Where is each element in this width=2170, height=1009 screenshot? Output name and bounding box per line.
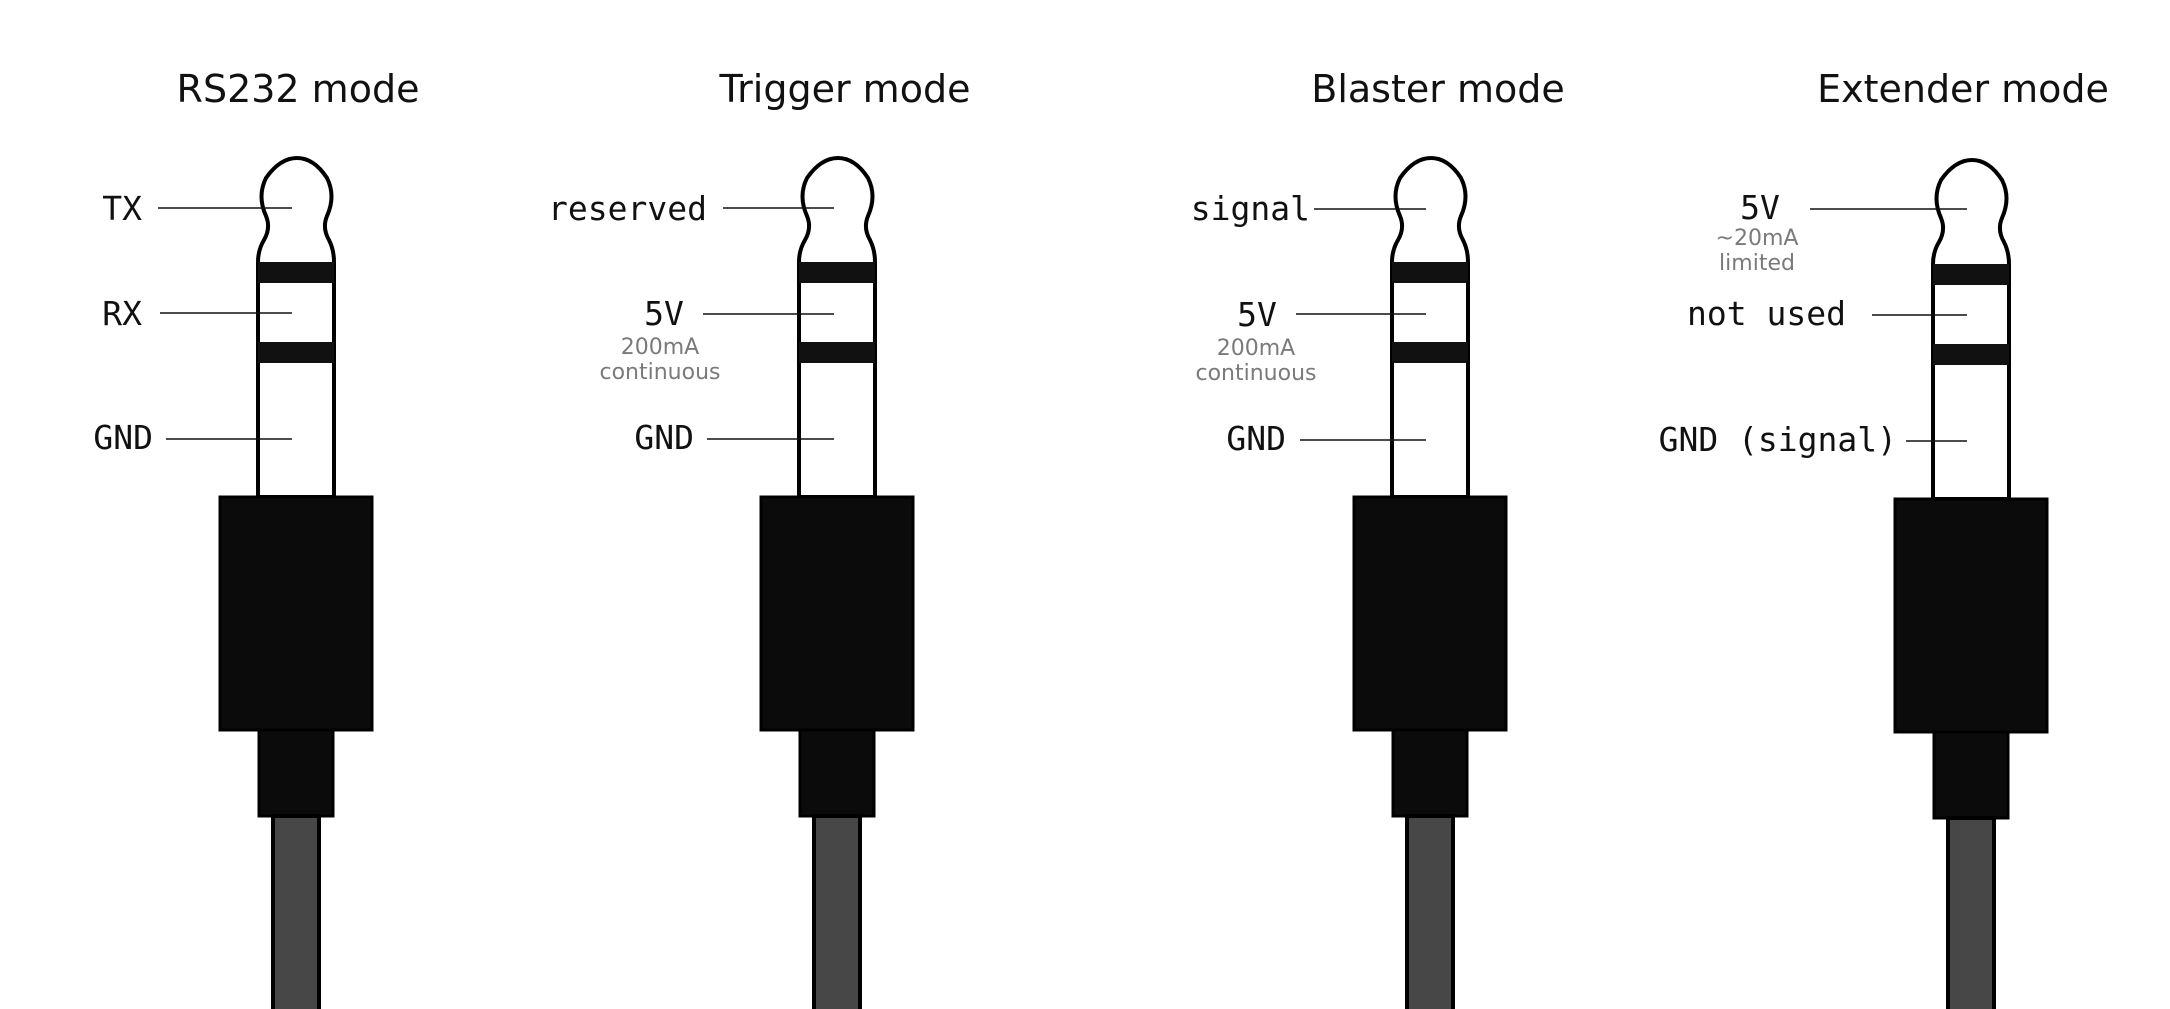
strain-relief	[1932, 730, 2010, 820]
pin-label: GND	[93, 418, 153, 457]
pin-sleeve: GND	[93, 418, 292, 457]
pin-label: 5V	[1740, 188, 1780, 227]
pin-ring: 5V 200mA continuous	[600, 294, 834, 385]
audio-plug-icon	[1893, 157, 2049, 1009]
insulator-ring	[258, 262, 334, 283]
pin-sleeve: GND	[634, 418, 834, 457]
pin-label: GND (signal)	[1659, 420, 1897, 459]
insulator-ring	[799, 342, 875, 363]
plug-body	[1893, 497, 2049, 734]
pin-tip: signal	[1191, 189, 1426, 228]
plug-body	[1352, 495, 1508, 732]
plug-body	[218, 495, 374, 732]
pin-sleeve: GND	[1226, 419, 1426, 458]
pin-tip: TX	[102, 189, 292, 228]
pin-label: not used	[1687, 294, 1846, 333]
panel-blaster-mode: Blaster mode signal 5V 200mA continuous …	[1191, 67, 1565, 1009]
insulator-ring	[799, 262, 875, 283]
mode-title: Blaster mode	[1311, 67, 1564, 111]
pin-note: continuous	[600, 360, 721, 385]
audio-plug-icon	[1352, 155, 1508, 1009]
insulator-ring	[1933, 264, 2009, 285]
pin-label: TX	[102, 189, 142, 228]
pin-note: 200mA	[621, 335, 699, 360]
insulator-ring	[1392, 262, 1468, 283]
pin-ring: RX	[102, 294, 292, 333]
panel-rs232-mode: RS232 mode TX RX GND	[93, 67, 419, 1009]
pin-note: ~20mA	[1716, 226, 1799, 251]
strain-relief	[1391, 728, 1469, 818]
mode-title: Extender mode	[1817, 67, 2109, 111]
pin-tip: reserved	[548, 189, 834, 228]
pin-note: limited	[1719, 251, 1795, 276]
strain-relief	[257, 728, 335, 818]
pin-label: signal	[1191, 189, 1310, 228]
pin-label: 5V	[1237, 295, 1277, 334]
plug-tip-and-shaft	[797, 155, 877, 499]
audio-plug-icon	[759, 155, 915, 1009]
pin-label: reserved	[548, 189, 707, 228]
plug-body	[759, 495, 915, 732]
pin-label: RX	[102, 294, 142, 333]
plug-tip-and-shaft	[1390, 155, 1470, 499]
pin-tip: 5V ~20mA limited	[1716, 188, 1967, 276]
pin-note: 200mA	[1217, 336, 1295, 361]
cable	[271, 814, 321, 1009]
mode-title: Trigger mode	[719, 67, 971, 111]
cable	[1946, 816, 1996, 1009]
insulator-ring	[1392, 342, 1468, 363]
panel-extender-mode: Extender mode 5V ~20mA limited not used …	[1659, 67, 2109, 1009]
mode-title: RS232 mode	[177, 67, 420, 111]
cable	[1405, 814, 1455, 1009]
audio-plug-icon	[218, 155, 374, 1009]
pin-note: continuous	[1196, 361, 1317, 386]
panel-trigger-mode: Trigger mode reserved 5V 200mA continuou…	[548, 67, 970, 1009]
pin-label: 5V	[644, 294, 684, 333]
pin-sleeve: GND (signal)	[1659, 420, 1967, 459]
insulator-ring	[258, 342, 334, 363]
pin-label: GND	[1226, 419, 1286, 458]
plug-tip-and-shaft	[256, 155, 336, 499]
pin-label: GND	[634, 418, 694, 457]
plug-tip-and-shaft	[1931, 157, 2011, 501]
insulator-ring	[1933, 344, 2009, 365]
pin-ring: not used	[1687, 294, 1967, 333]
strain-relief	[798, 728, 876, 818]
cable	[812, 814, 862, 1009]
pin-ring: 5V 200mA continuous	[1196, 295, 1426, 386]
